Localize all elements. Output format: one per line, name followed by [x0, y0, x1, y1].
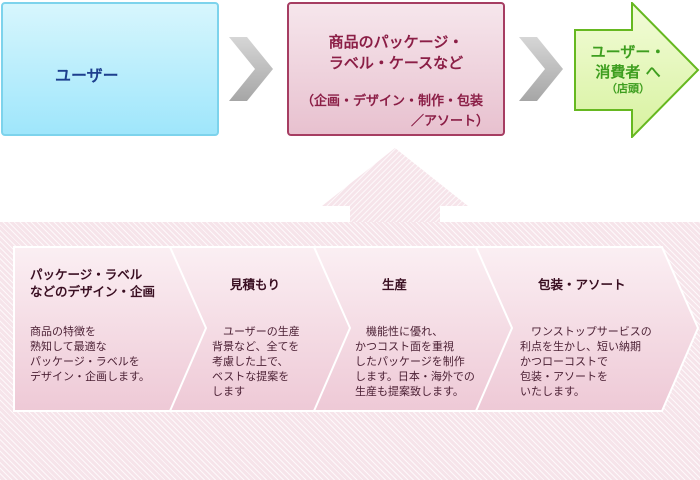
step-body-line: パッケージ・ラベルを: [30, 355, 140, 368]
step-body-line: 熟知して最適な: [30, 340, 107, 353]
step-body-line: 利点を生かし、短い納期: [520, 340, 641, 353]
product-title-line: 商品のパッケージ・: [328, 33, 464, 51]
step-body-line: ワンストップサービスの: [520, 325, 652, 338]
step-production: 生産: [382, 276, 407, 293]
consumer-line: ユーザー・: [590, 43, 666, 61]
step-packing-body: ワンストップサービスの 利点を生かし、短い納期 かつローコストで 包装・アソート…: [520, 324, 652, 399]
product-title-line: ラベル・ケースなど: [328, 54, 464, 72]
step-body-line: かつコスト面を重視: [355, 340, 454, 353]
up-arrow-icon: [322, 148, 468, 222]
step-production-body: 機能性に優れ、 かつコスト面を重視 したパッケージを制作 します。日本・海外での…: [355, 324, 475, 399]
step-body-line: ベストな提案を: [212, 370, 290, 383]
user-box: ユーザー: [1, 2, 219, 136]
consumer-label: ユーザー・ 消費者 へ （店頭）: [574, 42, 682, 96]
step-body-line: ユーザーの生産: [212, 325, 300, 338]
product-subtitle-line: ／アソート）: [410, 114, 489, 129]
step-body-line: 背景など、全てを: [212, 340, 300, 353]
step-title: 見積もり: [230, 277, 281, 292]
step-body-line: したパッケージを制作: [355, 355, 465, 368]
step-body-line: いたします。: [520, 385, 585, 398]
step-body-line: デザイン・企画します。: [30, 370, 150, 383]
consumer-arrow: ユーザー・ 消費者 へ （店頭）: [574, 2, 700, 138]
user-label: ユーザー: [55, 66, 119, 85]
step-packing: 包装・アソート: [538, 276, 626, 293]
step-title: などのデザイン・企画: [30, 284, 156, 299]
step-estimate: 見積もり: [230, 276, 280, 293]
consumer-store-note: （店頭）: [606, 82, 650, 95]
product-subtitle-line: （企画・デザイン・制作・包装: [300, 94, 483, 109]
arrow-right-icon: [574, 2, 700, 138]
product-box: 商品のパッケージ・ ラベル・ケースなど （企画・デザイン・制作・包装 ／アソート…: [287, 2, 505, 136]
chevron-right-icon: [519, 37, 563, 101]
step-packing-shape: [474, 246, 700, 412]
step-body-line: します。日本・海外での: [355, 370, 475, 383]
consumer-line: 消費者 へ: [595, 63, 661, 81]
step-body-line: します: [212, 385, 245, 398]
step-title: パッケージ・ラベル: [30, 267, 143, 282]
step-design: パッケージ・ラベル などのデザイン・企画: [30, 266, 155, 300]
step-body-line: かつローコストで: [520, 355, 608, 368]
step-body-line: 機能性に優れ、: [355, 325, 444, 338]
process-steps: [13, 246, 700, 412]
step-body-line: 生産も提案致します。: [355, 385, 464, 398]
step-title: 生産: [382, 277, 408, 292]
step-body-line: 考慮した上で、: [212, 355, 289, 368]
product-subtitle: （企画・デザイン・制作・包装 ／アソート）: [289, 92, 495, 132]
step-title: 包装・アソート: [538, 277, 626, 292]
chevron-right-icon: [229, 37, 273, 101]
step-estimate-body: ユーザーの生産 背景など、全てを 考慮した上で、 ベストな提案を します: [212, 324, 300, 399]
step-design-body: 商品の特徴を 熟知して最適な パッケージ・ラベルを デザイン・企画します。: [30, 324, 150, 384]
step-body-line: 商品の特徴を: [30, 325, 96, 338]
step-body-line: 包装・アソートを: [520, 370, 608, 383]
product-title: 商品のパッケージ・ ラベル・ケースなど: [289, 32, 503, 74]
